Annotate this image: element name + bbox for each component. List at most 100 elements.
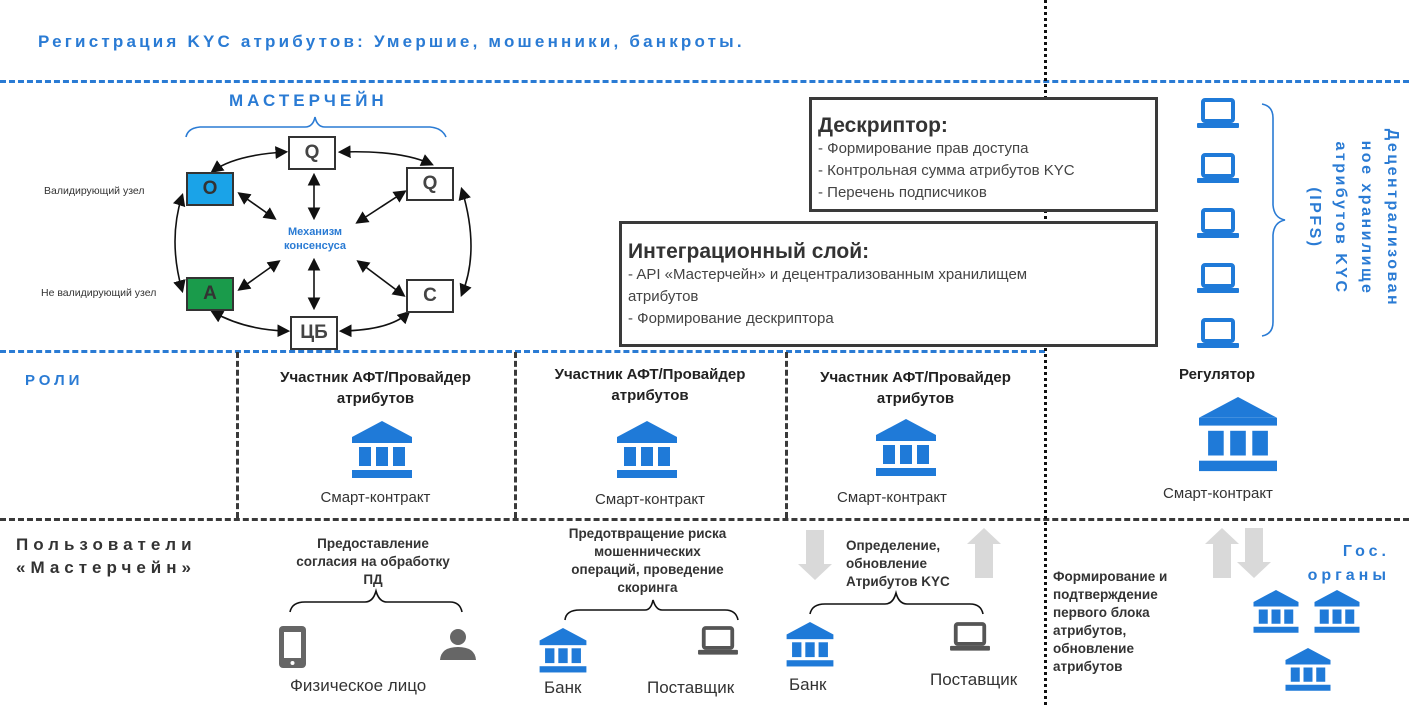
users-label-line1: Пользователи [16,535,197,554]
desc-line: обновление [846,556,927,571]
desc-line: согласия на обработку [296,554,450,569]
desc-line: Предотвращение риска [568,526,727,541]
supplier-label: Поставщик [930,670,1018,689]
arrow-down-icon [1237,528,1271,578]
users-section-label: Пользователи «Мастерчейн» [16,533,197,579]
desc-line: атрибутов, [1053,623,1127,638]
edge-q-c [458,186,472,297]
divider-vertical-dotted [1044,0,1047,705]
storage-brace-path [1261,103,1286,337]
arrow-up-icon [1205,528,1239,578]
bank-label: Банк [789,675,827,694]
divider-top [0,80,1409,83]
validating-node-label: Валидирующий узел [44,185,145,197]
person-icon [440,629,476,660]
gov-bank-icon [1253,590,1299,633]
divider-roles-top [0,350,1045,353]
desc-line: операций, проведение [571,562,724,577]
role-divider-3 [785,352,788,518]
bank-icon [352,421,412,478]
users-label-line2: «Мастерчейн» [16,558,196,577]
gov-bank-icon [1314,590,1360,633]
regulator-bank-icon [1199,397,1277,472]
regulator-desc: Формирование и подтверждение первого бло… [1053,568,1167,676]
regulator-caption: Смарт-контракт [1163,485,1273,502]
participant-caption: Смарт-контракт [837,489,947,506]
brace-bank-supplier-1 [564,599,739,621]
desc-line: Предоставление [317,536,429,551]
laptop-icon [698,626,738,655]
participant-title: Участник АФТ/Провайдер атрибутов [787,367,1044,409]
role-divider-1 [236,352,239,518]
node-q-top: Q [288,136,336,170]
participant-title-line1: Участник АФТ/Провайдер [820,369,1011,386]
masterchain-brace-path [185,116,447,138]
node-cb: ЦБ [290,316,338,350]
edge-q-o [210,146,289,173]
participant-title: Участник АФТ/Провайдер атрибутов [237,367,514,409]
participant-caption: Смарт-контракт [595,491,705,508]
divider-users-top [0,518,1409,521]
gov-label-line1: Гос. [1342,543,1390,560]
participant-title-line2: атрибутов [876,390,955,407]
participant-title-line1: Участник АФТ/Провайдер [280,369,471,386]
supplier-label: Поставщик [647,678,735,697]
descriptor-item: - Формирование прав доступа [818,140,1029,157]
individual-label: Физическое лицо [290,676,427,695]
edge-q-q [337,145,434,166]
node-q-right: Q [406,167,454,201]
consensus-label: Механизм консенсуса [270,225,360,253]
integration-title: Интеграционный слой: [628,240,870,263]
arrow-down-icon [798,530,832,580]
desc-line: первого блока [1053,605,1150,620]
storage-node-laptop-icon [1197,208,1239,238]
desc-line: Атрибутов KYC [846,574,950,589]
desc-line: подтверждение [1053,587,1158,602]
integration-item: атрибутов [628,288,699,305]
node-o-validating: O [186,172,234,206]
node-a-non-validating: A [186,277,234,311]
descriptor-item: - Перечень подписчиков [818,184,987,201]
desc-line: ПД [363,572,383,587]
edge-qright-center [355,190,407,224]
consensus-label-line1: Механизм [287,226,343,238]
gov-label: Гос. органы [1300,540,1390,588]
storage-node-laptop-icon [1197,153,1239,183]
bank-icon [876,419,936,476]
bank-icon [786,622,834,667]
edge-c-center [356,260,406,297]
desc-line: Формирование и [1053,569,1168,584]
gov-label-line2: органы [1307,567,1390,584]
smartphone-icon [279,626,306,668]
desc-line: Определение, [846,538,941,553]
descriptor-item: - Контрольная сумма атрибутов KYC [818,162,1075,179]
gov-bank-icon [1285,648,1331,691]
bank-label: Банк [544,678,582,697]
non-validating-node-label: Не валидирующий узел [41,287,157,299]
participant-title: Участник АФТ/Провайдер атрибутов [515,364,785,406]
roles-section-label: РОЛИ [25,372,84,389]
integration-item: - Формирование дескриптора [628,310,834,327]
brace-bank-supplier-2 [809,589,984,615]
edge-cb-c [338,310,411,338]
edge-a-center [237,260,281,291]
integration-box: Интеграционный слой: - API «Мастерчейн» … [619,221,1158,347]
bank-icon [539,628,587,673]
storage-node-laptop-icon [1197,98,1239,128]
participant-title-line1: Участник АФТ/Провайдер [554,366,746,383]
role-divider-2 [514,352,517,518]
consensus-label-line2: консенсуса [284,240,346,252]
laptop-icon [950,622,990,651]
user-group-desc: Предотвращение риска мошеннических опера… [545,525,750,597]
bank-icon [617,421,677,478]
edge-a-cb [210,310,291,338]
arrow-up-icon [967,528,1001,578]
regulator-title: Регулятор [1178,366,1256,383]
node-c: C [406,279,454,313]
participant-title-line2: атрибутов [336,390,415,407]
